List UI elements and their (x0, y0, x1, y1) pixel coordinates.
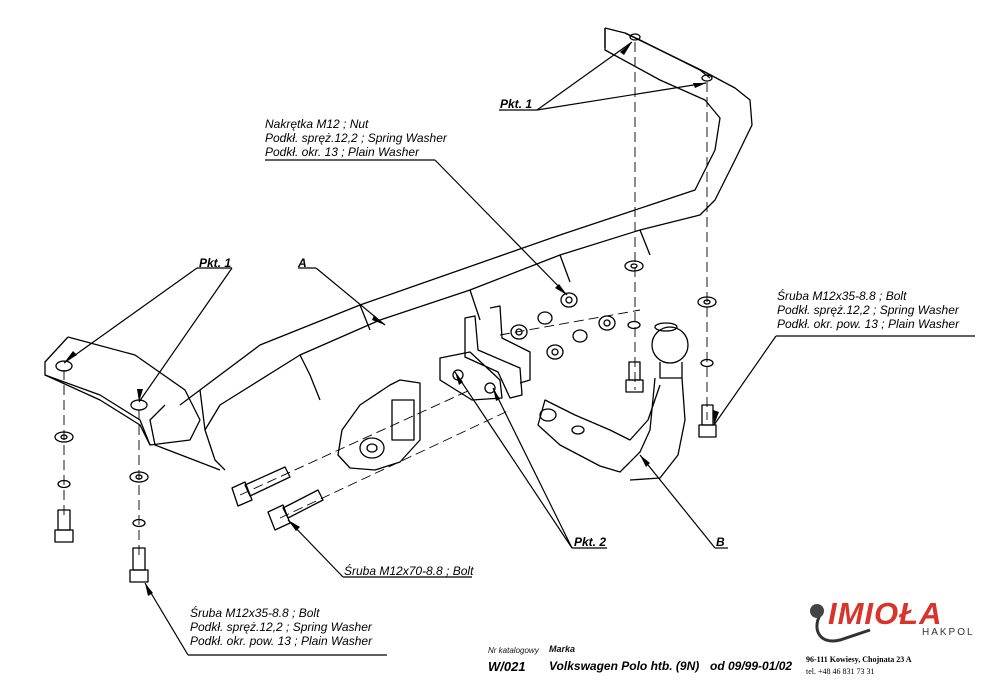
logo-wordmark: IMIOŁA (828, 596, 943, 631)
bolt-right-line-2: Podkł. spręż.12,2 ; Spring Washer (777, 303, 959, 317)
right-fasteners (624, 260, 717, 438)
brand-caption: Marka (549, 644, 576, 654)
logo-subtitle: HAKPOL (922, 627, 975, 638)
logo-mark (815, 614, 871, 643)
company-address: 96-111 Kowiesy, Chojnata 23 A (806, 655, 912, 664)
left-fasteners (54, 431, 149, 583)
crossbar-part-a (44, 27, 753, 471)
center-nut-washers (510, 292, 616, 360)
bolt-right-line-1: Śruba M12x35-8.8 ; Bolt (777, 289, 907, 303)
bolt-right-label: Śruba M12x35-8.8 ; Bolt Podkł. spręż.12,… (777, 289, 959, 331)
spring-washer-label: Podkł. spręż.12,2 ; Spring Washer (265, 131, 447, 145)
company-phone: tel. +48 46 831 73 31 (806, 667, 875, 676)
logo-ball (810, 604, 824, 618)
socket-plate (337, 379, 421, 471)
bolt-left-line-2: Podkł. spręż.12,2 ; Spring Washer (190, 620, 372, 634)
mounting-plates (439, 305, 531, 401)
pkt1-left-label: Pkt. 1 (199, 256, 232, 270)
arrowheads (64, 42, 719, 596)
bolt-long-label: Śruba M12x70-8.8 ; Bolt (344, 564, 474, 578)
part-a-label: A (298, 256, 307, 270)
long-bolts (231, 466, 324, 531)
nut-group-label: Nakrętka M12 ; Nut Podkł. spręż.12,2 ; S… (265, 117, 447, 159)
ball-hook-part-b (537, 322, 689, 481)
catalog-number: W/021 (488, 659, 526, 674)
vehicle-model: Volkswagen Polo htb. (9N) (549, 659, 700, 673)
catalog-number-caption: Nr katalogowy (488, 646, 539, 655)
leader-lines (63, 41, 975, 656)
bolt-left-line-1: Śruba M12x35-8.8 ; Bolt (190, 606, 320, 620)
bolt-left-line-3: Podkł. okr. pow. 13 ; Plain Washer (190, 634, 373, 648)
assembly-axis-lines (63, 42, 708, 560)
pkt2-label: Pkt. 2 (574, 535, 607, 549)
part-b-label: B (716, 535, 725, 549)
nut-label: Nakrętka M12 ; Nut (265, 117, 369, 131)
production-years: od 09/99-01/02 (710, 659, 793, 673)
plain-washer-label: Podkł. okr. 13 ; Plain Washer (265, 145, 420, 159)
bolt-left-label: Śruba M12x35-8.8 ; Bolt Podkł. spręż.12,… (190, 606, 372, 648)
bolt-right-line-3: Podkł. okr. pow. 13 ; Plain Washer (777, 317, 960, 331)
pkt1-top-label: Pkt. 1 (500, 97, 533, 111)
bracket-nuts (55, 33, 713, 411)
